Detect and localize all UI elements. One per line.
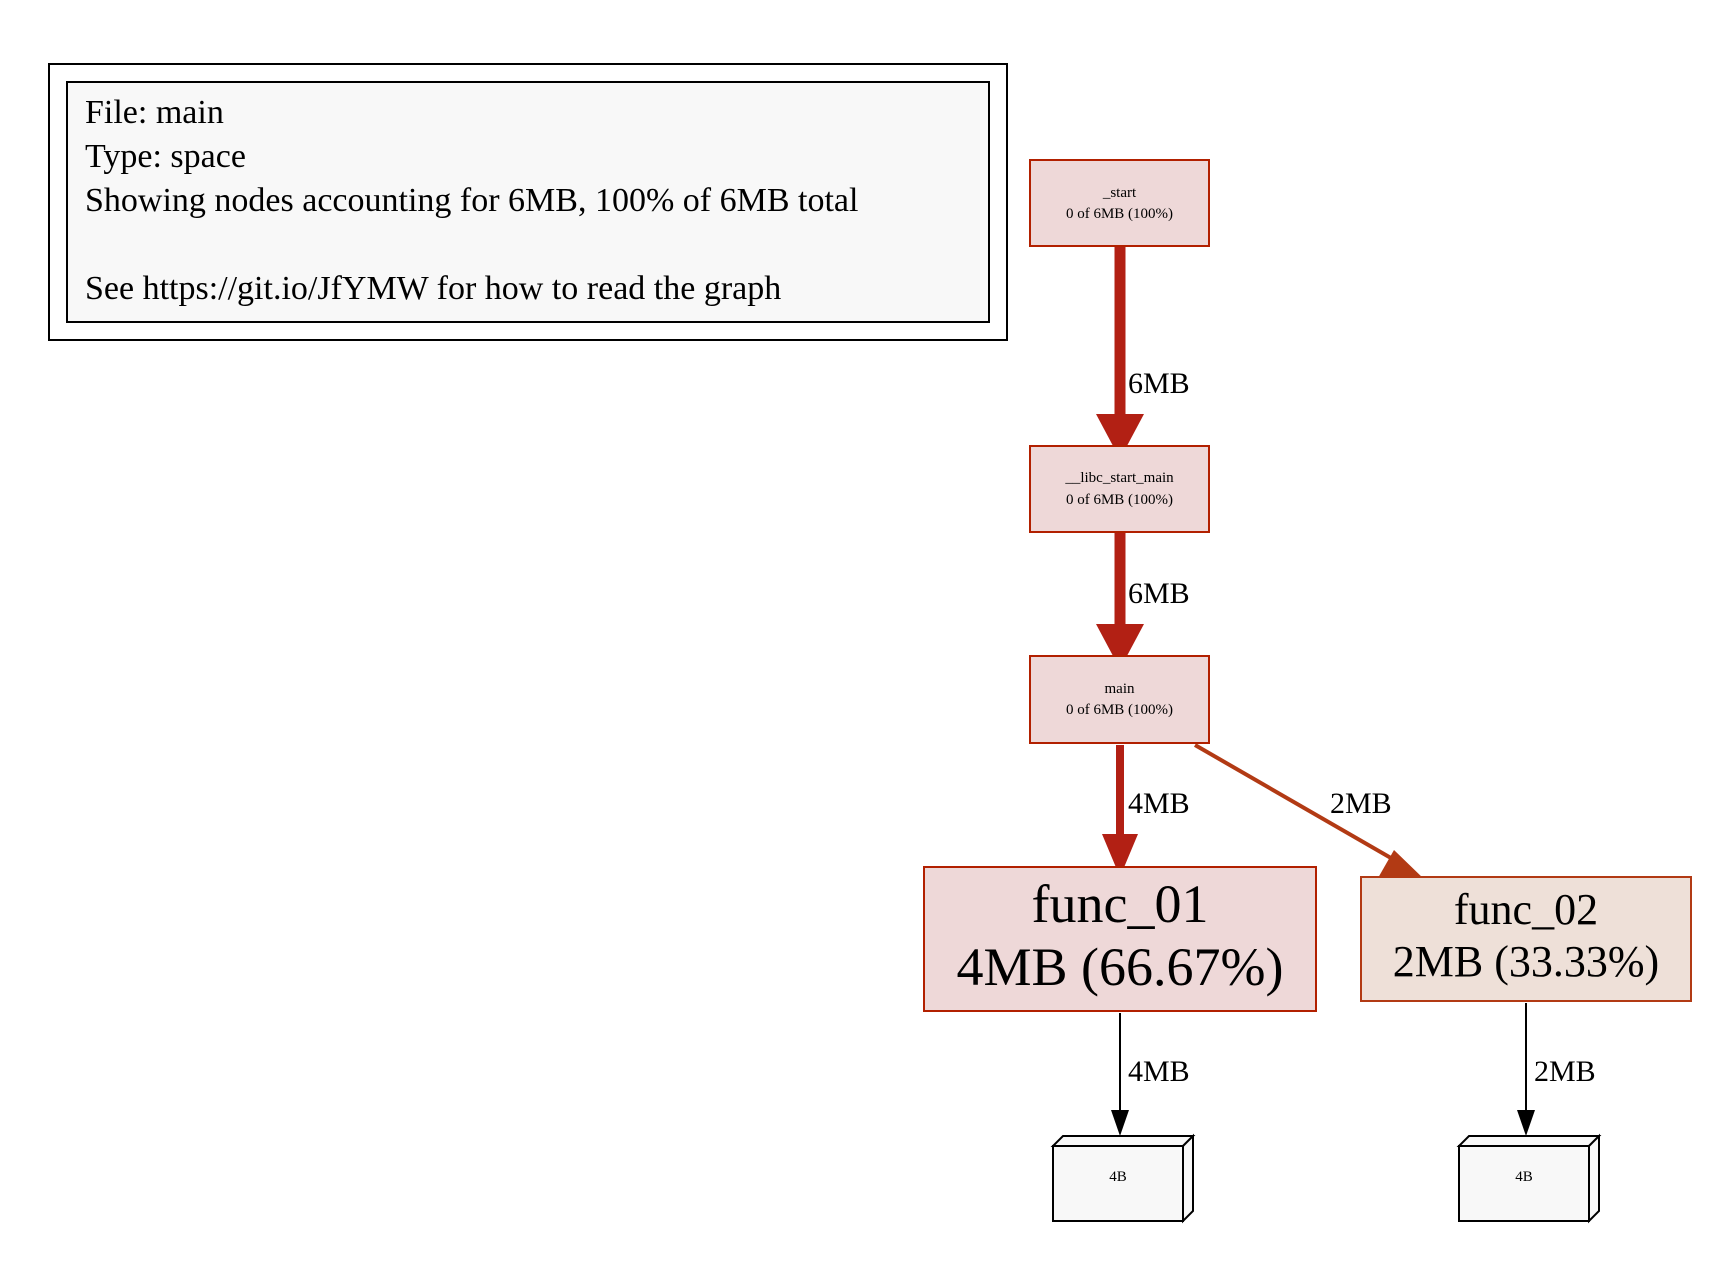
node-func-02-stat: 2MB (33.33%) (1393, 937, 1659, 986)
node-start-stat: 0 of 6MB (100%) (1066, 206, 1173, 222)
node-start-name: _start (1102, 185, 1137, 201)
legend-box: File: main Type: space Showing nodes acc… (48, 63, 1008, 341)
node-func-02[interactable]: func_02 2MB (33.33%) (1360, 876, 1692, 1002)
node-alloc-2[interactable]: 4B (1456, 1133, 1602, 1224)
edge-libc-to-main: 6MB (1096, 533, 1190, 669)
node-func-01-name: func_01 (1032, 874, 1209, 934)
edge-func-01-to-alloc: 4MB (1111, 1013, 1190, 1136)
node-func-01-stat: 4MB (66.67%) (957, 937, 1284, 997)
node-main[interactable]: main 0 of 6MB (100%) (1029, 655, 1210, 744)
edge-func-02-to-alloc: 2MB (1517, 1003, 1596, 1136)
legend-help-line: See https://git.io/JfYMW for how to read… (85, 270, 781, 307)
legend-summary-line: Showing nodes accounting for 6MB, 100% o… (85, 182, 858, 219)
node-start[interactable]: _start 0 of 6MB (100%) (1029, 159, 1210, 247)
node-alloc-2-label: 4B (1515, 1169, 1533, 1185)
node-main-stat: 0 of 6MB (100%) (1066, 702, 1173, 718)
edge-label-func-01-to-alloc: 4MB (1128, 1055, 1190, 1088)
edge-label-func-02-to-alloc: 2MB (1534, 1055, 1596, 1088)
node-libc-start-main-name: __libc_start_main (1064, 470, 1174, 486)
node-func-02-name: func_02 (1454, 885, 1598, 934)
legend-type-line: Type: space (85, 138, 246, 175)
edge-label-libc-to-main: 6MB (1128, 577, 1190, 610)
edge-label-start-to-libc: 6MB (1128, 367, 1190, 400)
edge-main-to-func-01: 4MB (1102, 745, 1190, 877)
edge-label-main-to-func-01: 4MB (1128, 787, 1190, 820)
node-alloc-1[interactable]: 4B (1050, 1133, 1196, 1224)
edge-start-to-libc: 6MB (1096, 247, 1190, 459)
node-libc-start-main[interactable]: __libc_start_main 0 of 6MB (100%) (1029, 445, 1210, 533)
node-alloc-1-label: 4B (1109, 1169, 1127, 1185)
node-libc-start-main-stat: 0 of 6MB (100%) (1066, 492, 1173, 508)
node-func-01[interactable]: func_01 4MB (66.67%) (923, 866, 1317, 1012)
node-main-name: main (1105, 681, 1135, 697)
edge-main-to-func-02: 2MB (1194, 743, 1425, 880)
edge-label-main-to-func-02: 2MB (1330, 787, 1392, 820)
legend-file-line: File: main (85, 94, 224, 131)
